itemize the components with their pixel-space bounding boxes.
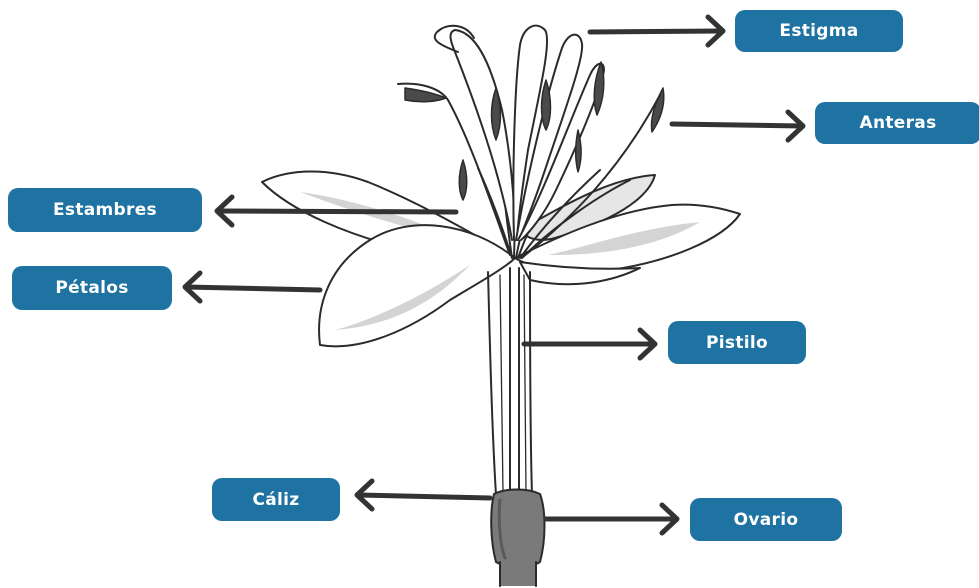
arrow-estigma xyxy=(590,17,723,45)
anther-7 xyxy=(576,130,581,172)
label-estambres: Estambres xyxy=(8,188,202,232)
label-petalos: Pétalos xyxy=(12,266,172,310)
style-stalk xyxy=(510,268,519,492)
label-estigma: Estigma xyxy=(735,10,903,52)
label-pistilo: Pistilo xyxy=(668,321,806,364)
arrow-anteras xyxy=(672,112,803,140)
label-anteras: Anteras xyxy=(815,102,979,144)
stigma-lobe-left xyxy=(450,30,515,240)
label-ovario: Ovario xyxy=(690,498,842,541)
label-caliz: Cáliz xyxy=(212,478,340,521)
arrow-caliz xyxy=(357,481,490,509)
anther-5 xyxy=(651,88,663,132)
anther-1 xyxy=(459,160,467,200)
stem-base-fill xyxy=(501,563,535,586)
arrow-petalos xyxy=(185,273,320,301)
arrow-ovario xyxy=(546,505,677,533)
arrow-pistilo xyxy=(524,330,655,358)
floral-tube-inner xyxy=(500,275,526,492)
anther-6 xyxy=(405,88,446,102)
